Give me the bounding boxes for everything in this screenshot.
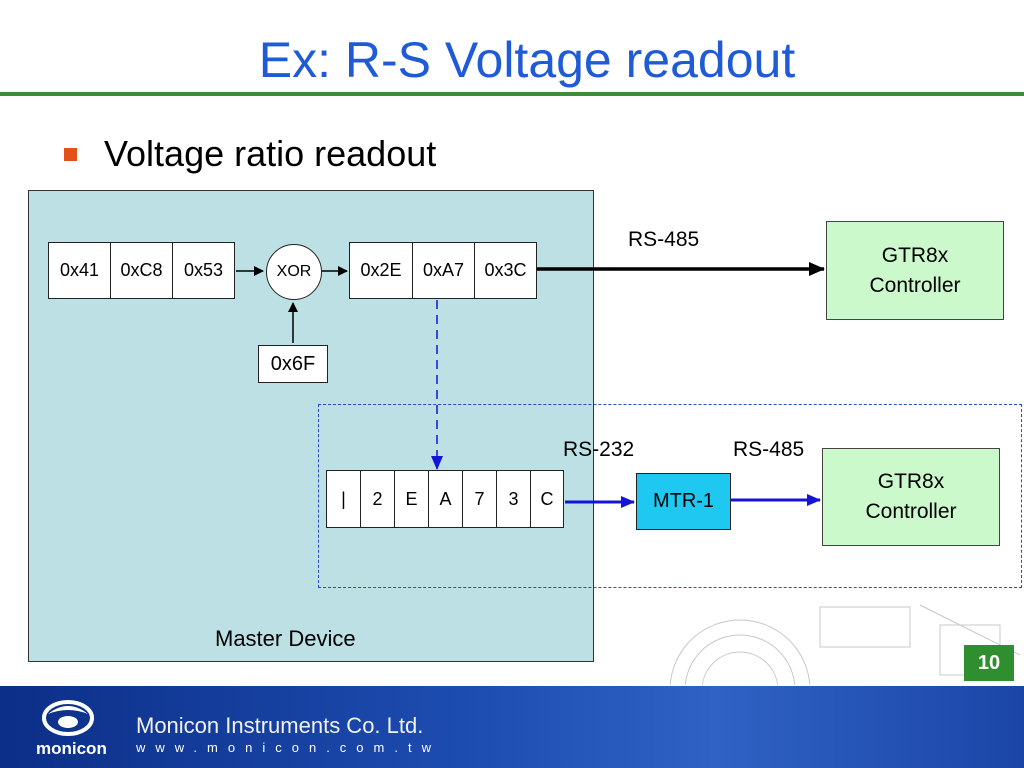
ascii-char-cell: | [327,471,361,527]
input-byte-cell: 0xC8 [111,243,173,298]
rs485-top-label: RS-485 [628,228,700,251]
company-name: Monicon Instruments Co. Ltd. [136,713,424,738]
monicon-logo-icon [42,700,94,736]
output-byte-cell: 0x3C [484,260,527,280]
input-byte-cell: 0x53 [183,260,224,280]
background-drawing [669,604,1021,685]
dashed-region [318,404,1022,588]
logo-wordmark: monicon [36,739,107,758]
output-byte-cell: 0x2E [350,243,413,298]
rs232-label: RS-232 [563,438,635,461]
ascii-char-cell: 3 [497,471,531,527]
bullet-text: Voltage ratio readout [104,133,437,174]
ascii-char-row: | 2 E A 7 3 C [326,470,564,528]
input-byte-cell: 0x41 [49,243,111,298]
controller-bottom-line1: GTR8x [877,470,945,493]
controller-bottom-box: GTR8x Controller [822,448,1000,546]
ascii-char-cell: A [429,471,463,527]
output-byte-cell: 0xA7 [413,243,475,298]
ascii-char-cell: E [395,471,429,527]
controller-bottom-line2: Controller [865,500,957,523]
page-number: 10 [964,645,1014,681]
controller-top-box: GTR8x Controller [826,221,1004,320]
ascii-char-cell: C [540,488,554,509]
controller-top-line1: GTR8x [881,243,949,267]
mtr-box: MTR-1 [636,473,731,530]
master-device-label: Master Device [215,626,356,651]
company-website[interactable]: www.monicon.com.tw [136,740,441,755]
input-byte-row: 0x41 0xC8 0x53 [48,242,235,299]
bullet-icon [64,148,77,161]
controller-top-line2: Controller [869,273,961,297]
xor-key-box: 0x6F [258,345,328,383]
rs485-bottom-label: RS-485 [733,438,805,461]
ascii-char-cell: 7 [463,471,497,527]
xor-node: XOR [266,244,322,300]
output-byte-row: 0x2E 0xA7 0x3C [349,242,537,299]
footer-bar [0,686,1024,768]
title-divider [0,92,1024,96]
slide-title: Ex: R-S Voltage readout [258,32,796,88]
ascii-char-cell: 2 [361,471,395,527]
